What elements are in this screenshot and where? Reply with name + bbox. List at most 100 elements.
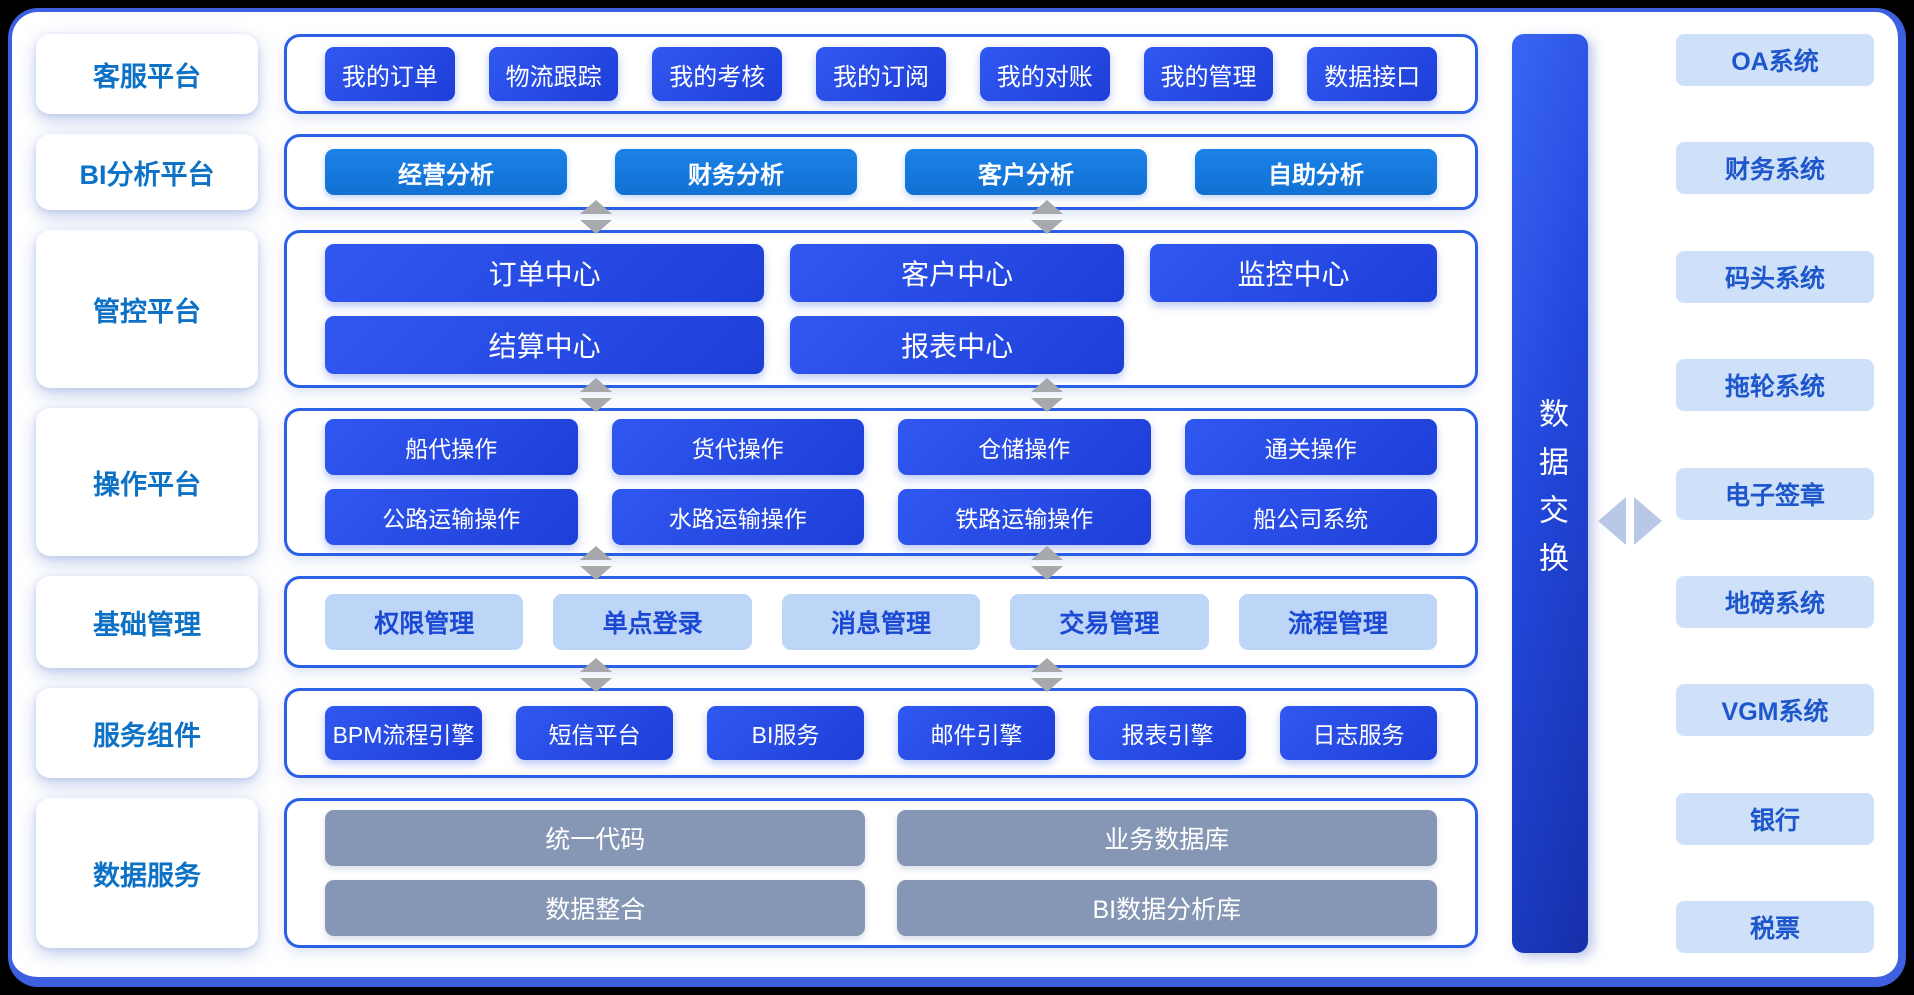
node-report-engine: 报表引擎 [1089, 706, 1246, 760]
node-customer-center: 客户中心 [790, 244, 1124, 302]
button-row: 订单中心 客户中心 监控中心 [325, 244, 1437, 302]
label-text: 管控平台 [93, 296, 201, 327]
node-shipping-company-system: 船公司系统 [1184, 489, 1437, 545]
system-tax-invoice: 税票 [1676, 901, 1874, 953]
data-exchange-bar: 数据交换 [1512, 34, 1588, 953]
node-business-analysis: 经营分析 [325, 149, 567, 195]
vertical-double-arrow-icon [1031, 546, 1064, 580]
node-monitor-center: 监控中心 [1150, 244, 1437, 302]
button-row: 船代操作 货代操作 仓储操作 通关操作 [325, 419, 1437, 475]
node-my-subscription: 我的订阅 [816, 47, 946, 101]
system-vgm: VGM系统 [1676, 684, 1874, 737]
node-business-database: 业务数据库 [896, 810, 1437, 866]
panel-customer-service: 我的订单 物流跟踪 我的考核 我的订阅 我的对账 我的管理 数据接口 [284, 34, 1478, 114]
vertical-double-arrow-icon [1031, 378, 1064, 412]
system-bank: 银行 [1676, 792, 1874, 845]
node-finance-analysis: 财务分析 [615, 149, 857, 195]
system-tugboat: 拖轮系统 [1676, 359, 1874, 412]
button-row: 经营分析 财务分析 客户分析 自助分析 [325, 149, 1437, 195]
node-my-orders: 我的订单 [325, 47, 455, 101]
band-data-service: 数据服务 统一代码 业务数据库 数据整合 BI数据分析库 [36, 798, 1478, 948]
label-text: 基础管理 [93, 609, 201, 640]
system-oa: OA系统 [1676, 34, 1874, 86]
button-row: 权限管理 单点登录 消息管理 交易管理 流程管理 [325, 594, 1438, 650]
label-basic-management: 基础管理 [36, 576, 258, 668]
band-basic-management: 基础管理 权限管理 单点登录 消息管理 交易管理 流程管理 [36, 576, 1478, 692]
node-logistics-tracking: 物流跟踪 [488, 47, 619, 101]
horizontal-double-arrow-icon [1598, 497, 1662, 546]
panel-bi-analysis: 经营分析 财务分析 客户分析 自助分析 [284, 134, 1478, 234]
button-row: 结算中心 报表中心 [325, 316, 1437, 374]
node-permission-mgmt: 权限管理 [325, 594, 524, 650]
vertical-double-arrow-icon [1031, 658, 1064, 692]
node-report-center: 报表中心 [790, 316, 1124, 374]
node-unified-code: 统一代码 [325, 810, 866, 866]
panel-service-components: BPM流程引擎 短信平台 BI服务 邮件引擎 报表引擎 日志服务 [284, 688, 1478, 778]
node-rail-transport-ops: 铁路运输操作 [898, 489, 1151, 545]
node-settlement-center: 结算中心 [325, 316, 765, 374]
node-water-transport-ops: 水路运输操作 [611, 489, 864, 545]
button-row: 公路运输操作 水路运输操作 铁路运输操作 船公司系统 [325, 489, 1437, 545]
band-customer-service: 客服平台 我的订单 物流跟踪 我的考核 我的订阅 我的对账 我的管理 数据接口 [36, 34, 1478, 114]
node-log-service: 日志服务 [1280, 706, 1437, 760]
vertical-double-arrow-icon [579, 546, 612, 580]
node-process-mgmt: 流程管理 [1238, 594, 1438, 650]
label-text: 数据服务 [93, 860, 201, 891]
panel-control: 订单中心 客户中心 监控中心 结算中心 报表中心 [284, 230, 1478, 412]
node-bi-analysis-database: BI数据分析库 [896, 880, 1437, 936]
band-operation-platform: 操作平台 船代操作 货代操作 仓储操作 通关操作 公路运输操作 水路运输操作 铁… [36, 408, 1478, 580]
node-bi-service: BI服务 [707, 706, 864, 760]
button-row: 统一代码 业务数据库 [325, 810, 1437, 866]
node-self-service-analysis: 自助分析 [1195, 149, 1437, 195]
system-e-signature: 电子签章 [1676, 467, 1874, 520]
label-service-components: 服务组件 [36, 688, 258, 778]
architecture-diagram-frame: 客服平台 我的订单 物流跟踪 我的考核 我的订阅 我的对账 我的管理 数据接口 [8, 8, 1906, 987]
external-systems-column: OA系统 财务系统 码头系统 拖轮系统 电子签章 地磅系统 VGM系统 银行 税… [1676, 34, 1874, 953]
vertical-double-arrow-icon [579, 200, 612, 234]
node-transaction-mgmt: 交易管理 [1010, 594, 1209, 650]
diagram-content: 客服平台 我的订单 物流跟踪 我的考核 我的订阅 我的对账 我的管理 数据接口 [36, 34, 1874, 953]
data-exchange-zone: 数据交换 OA系统 财务系统 码头系统 拖轮系统 电子签章 地磅系统 VGM系统… [1512, 34, 1874, 953]
node-my-assessment: 我的考核 [652, 47, 783, 101]
system-terminal: 码头系统 [1676, 250, 1874, 303]
label-text: 客服平台 [93, 61, 201, 92]
button-row: 数据整合 BI数据分析库 [325, 880, 1437, 936]
data-exchange-label: 数据交换 [1534, 397, 1567, 590]
panel-operation: 船代操作 货代操作 仓储操作 通关操作 公路运输操作 水路运输操作 铁路运输操作… [284, 408, 1478, 580]
node-my-management: 我的管理 [1143, 47, 1274, 101]
node-road-transport-ops: 公路运输操作 [325, 489, 578, 545]
band-service-components: 服务组件 BPM流程引擎 短信平台 BI服务 邮件引擎 报表引擎 日志服务 [36, 688, 1478, 778]
label-text: BI分析平台 [79, 159, 215, 190]
node-customs-ops: 通关操作 [1184, 419, 1437, 475]
label-text: 操作平台 [93, 469, 201, 500]
node-data-interface: 数据接口 [1307, 47, 1438, 101]
node-data-integration: 数据整合 [325, 880, 866, 936]
node-sms-platform: 短信平台 [516, 706, 673, 760]
panel-basic-management: 权限管理 单点登录 消息管理 交易管理 流程管理 [284, 576, 1478, 692]
node-mail-engine: 邮件引擎 [898, 706, 1055, 760]
node-bpm-engine: BPM流程引擎 [325, 706, 482, 760]
label-data-service: 数据服务 [36, 798, 258, 948]
node-single-sign-on: 单点登录 [553, 594, 752, 650]
node-message-mgmt: 消息管理 [781, 594, 981, 650]
label-operation-platform: 操作平台 [36, 408, 258, 556]
band-control-platform: 管控平台 订单中心 客户中心 监控中心 结算中心 报表中心 [36, 230, 1478, 412]
label-bi-analysis-platform: BI分析平台 [36, 134, 258, 210]
node-order-center: 订单中心 [325, 244, 765, 302]
node-ship-agency-ops: 船代操作 [325, 419, 578, 475]
vertical-double-arrow-icon [1031, 200, 1064, 234]
system-finance: 财务系统 [1676, 142, 1874, 195]
panel-data-service: 统一代码 业务数据库 数据整合 BI数据分析库 [284, 798, 1478, 948]
platform-stack: 客服平台 我的订单 物流跟踪 我的考核 我的订阅 我的对账 我的管理 数据接口 [36, 34, 1478, 953]
vertical-double-arrow-icon [579, 658, 612, 692]
label-control-platform: 管控平台 [36, 230, 258, 388]
node-my-reconciliation: 我的对账 [979, 47, 1110, 101]
node-customer-analysis: 客户分析 [905, 149, 1147, 195]
node-freight-agency-ops: 货代操作 [611, 419, 864, 475]
vertical-double-arrow-icon [579, 378, 612, 412]
label-customer-service-platform: 客服平台 [36, 34, 258, 114]
band-bi-analysis: BI分析平台 经营分析 财务分析 客户分析 自助分析 [36, 134, 1478, 234]
node-warehouse-ops: 仓储操作 [898, 419, 1151, 475]
button-row: 我的订单 物流跟踪 我的考核 我的订阅 我的对账 我的管理 数据接口 [325, 47, 1438, 101]
button-row: BPM流程引擎 短信平台 BI服务 邮件引擎 报表引擎 日志服务 [325, 706, 1437, 760]
